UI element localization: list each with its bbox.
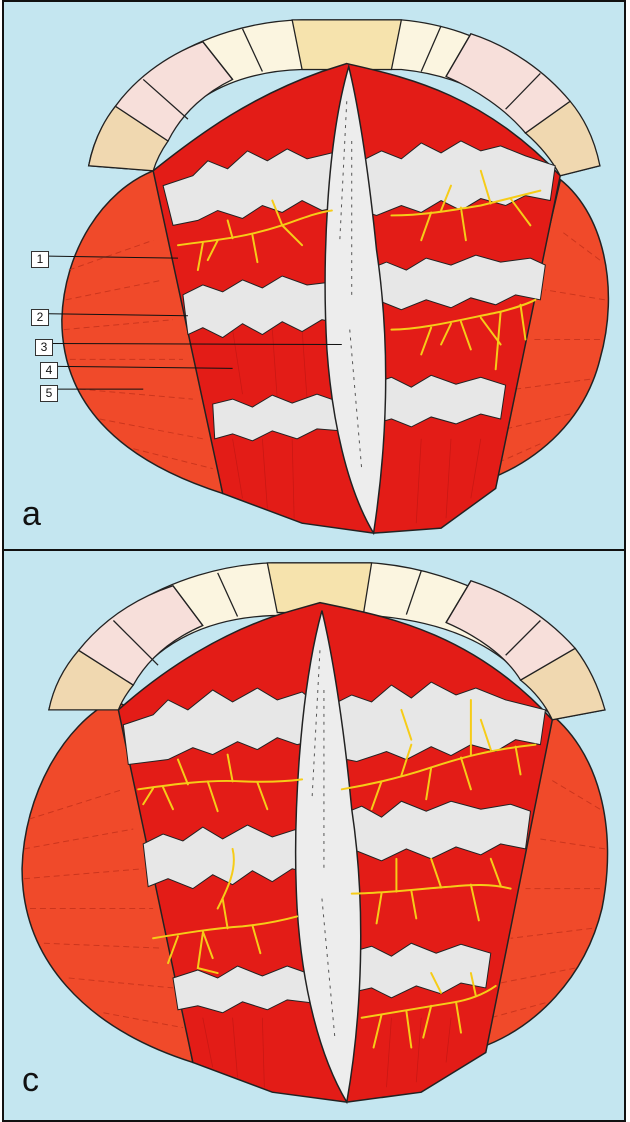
panel-letter-a: a	[22, 497, 41, 531]
panel-c: c	[2, 549, 626, 1122]
panel-letter-c: c	[22, 1063, 39, 1097]
callout-label-5: 5	[40, 385, 58, 402]
callout-label-4: 4	[40, 362, 58, 379]
muscle-diagram-c	[4, 551, 624, 1120]
callout-label-3: 3	[35, 339, 53, 356]
callout-label-1: 1	[31, 251, 49, 268]
muscle-diagram-a	[4, 2, 624, 549]
callout-label-2: 2	[31, 309, 49, 326]
panel-a: 1 2 3 4 5 a	[2, 0, 626, 551]
